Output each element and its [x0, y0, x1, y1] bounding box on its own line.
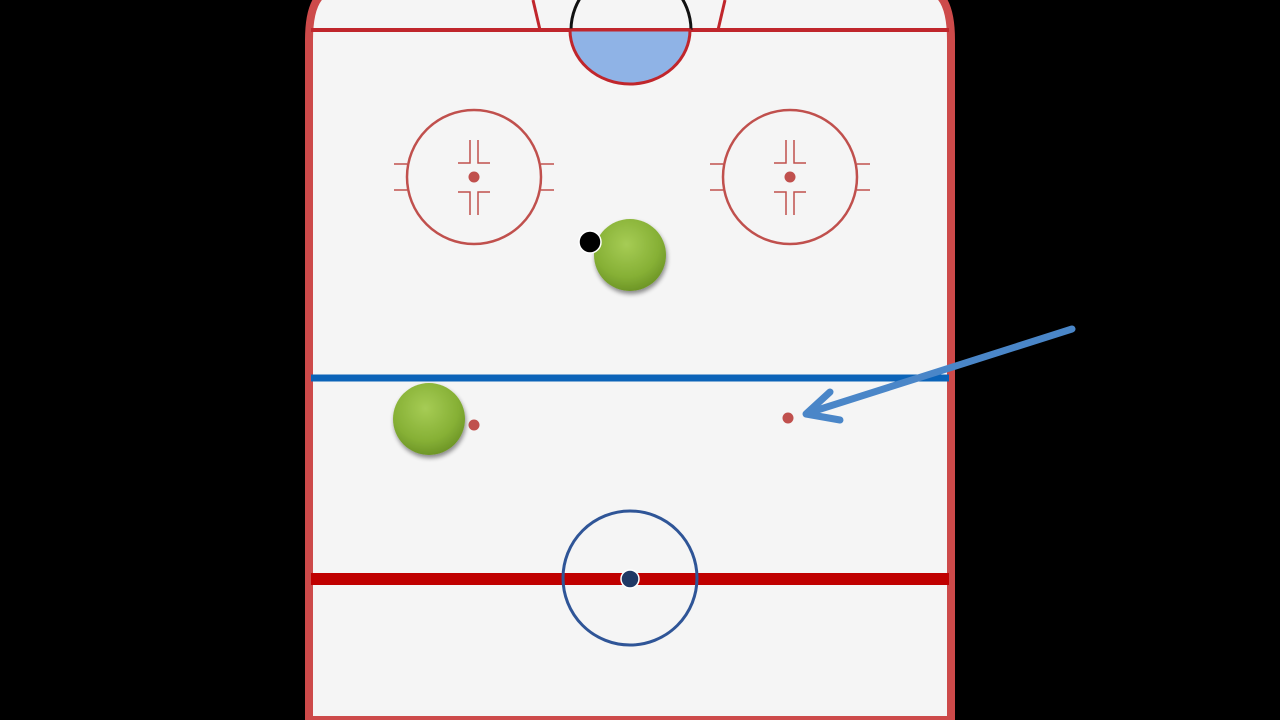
neutral-zone-dot-right: [782, 412, 794, 424]
player-near-faceoff-left[interactable]: [594, 219, 666, 291]
trapezoid-line-right: [716, 0, 727, 31]
faceoff-dot-left: [468, 171, 480, 183]
goal-net: [569, 0, 693, 31]
rink-ice-surface: [305, 0, 955, 720]
faceoff-dot-right: [784, 171, 796, 183]
player-neutral-zone-left[interactable]: [393, 383, 465, 455]
faceoff-circle-left: [394, 108, 554, 246]
trapezoid-line-left: [531, 0, 542, 31]
center-faceoff-spot: [620, 569, 640, 589]
center-circle: [561, 509, 699, 647]
faceoff-circle-right: [710, 108, 870, 246]
goal-crease: [568, 28, 692, 86]
puck[interactable]: [578, 230, 602, 254]
pointer-arrow: [802, 325, 1076, 424]
neutral-zone-dot-left: [468, 419, 480, 431]
